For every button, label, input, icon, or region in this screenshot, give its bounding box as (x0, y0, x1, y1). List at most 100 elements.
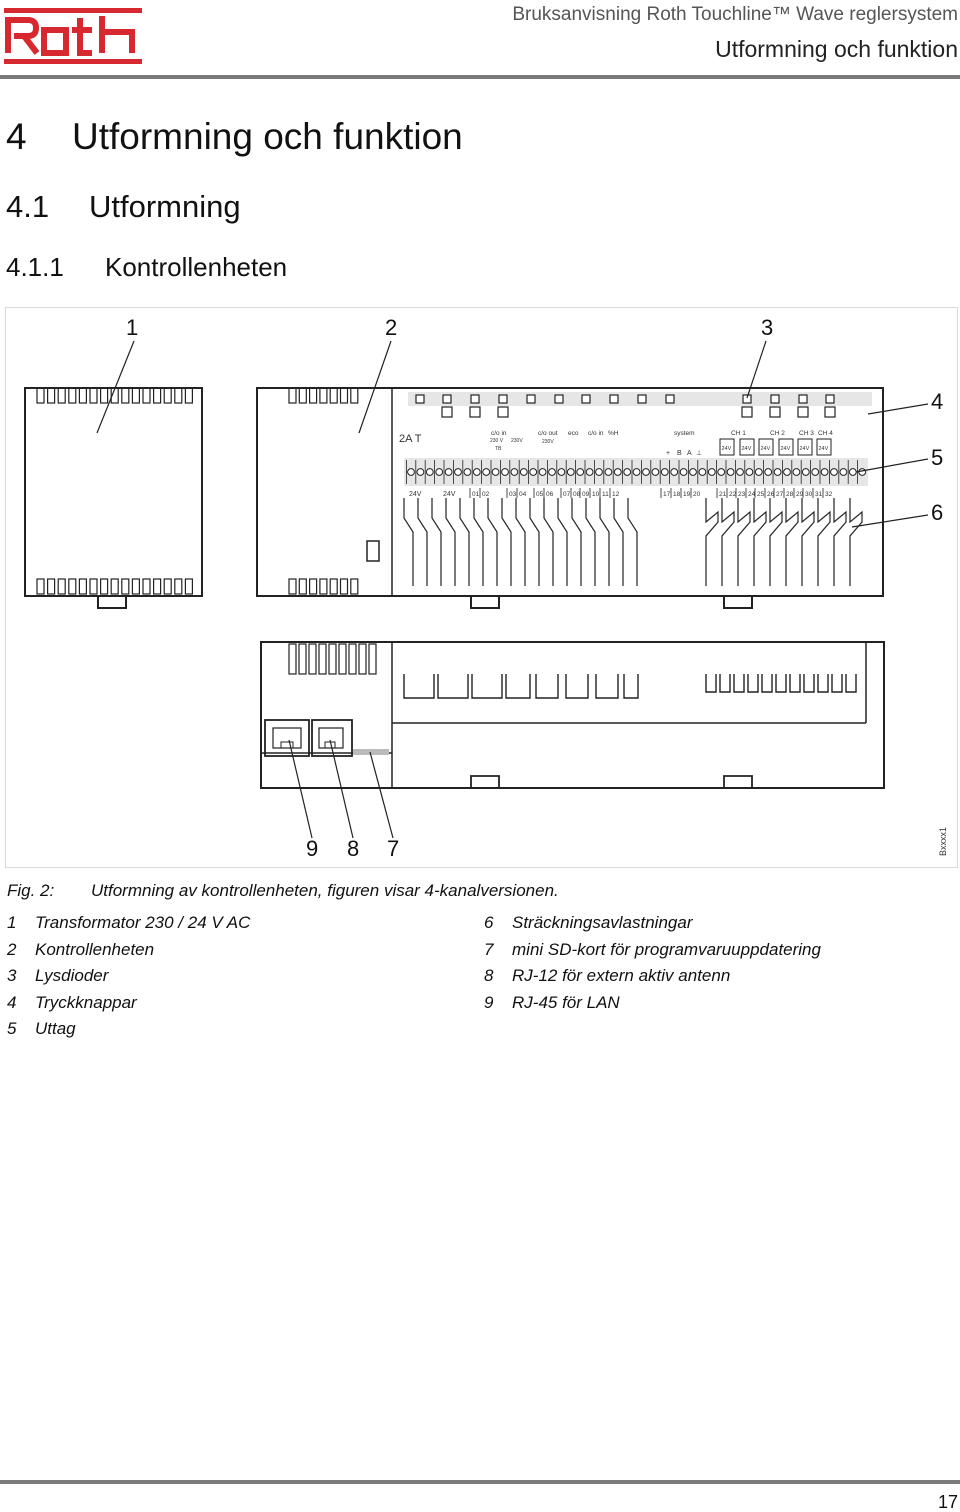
small-label: 230V (511, 438, 523, 444)
channel-voltage: 24V (800, 446, 810, 452)
controller-top-vents (288, 387, 359, 404)
callout-5: 5 (931, 445, 943, 470)
channel-voltage: 24V (781, 446, 791, 452)
terminal-number: 01 (472, 491, 480, 498)
header-subtitle: Bruksanvisning Roth Touchline™ Wave regl… (512, 4, 958, 25)
voltage-label-right: 24V (443, 491, 456, 498)
terminal-number: 23 (738, 491, 746, 498)
transformer-clip (97, 596, 127, 609)
callout-6: 6 (931, 500, 943, 525)
heading-number: 4.1 (6, 189, 50, 224)
sd-card-slot (353, 749, 389, 755)
terminal-number: 19 (683, 491, 691, 498)
terminal-number: 17 (663, 491, 671, 498)
heading-level-1: 4 Utformning och funktion (6, 116, 463, 158)
terminal-number: 11 (602, 491, 609, 498)
controller-clip-left (470, 596, 500, 609)
header-divider (0, 75, 960, 79)
heading-number: 4.1.1 (6, 252, 64, 282)
terminal-number: 06 (546, 491, 554, 498)
base-vents (288, 643, 377, 675)
terminal-number: 32 (825, 491, 833, 498)
callout-3: 3 (761, 315, 773, 340)
controller-slot (366, 540, 380, 562)
channel-voltage: 24V (742, 446, 752, 452)
controller-body (256, 387, 884, 597)
terminal-number: 21 (719, 491, 727, 498)
bus-label: A (687, 450, 692, 457)
callout-8: 8 (347, 836, 359, 861)
terminal-number: 09 (582, 491, 590, 498)
bus-label: + (666, 450, 670, 457)
group-label: c/o in (588, 430, 604, 437)
controller-bottom-vents (288, 578, 359, 595)
heading-text: Kontrollenheten (105, 252, 288, 282)
strain-reliefs (403, 498, 863, 586)
voltage-label-left: 24V (409, 491, 422, 498)
rj45-port (264, 719, 310, 757)
terminal-number: 22 (729, 491, 737, 498)
transformer-bottom-vents (36, 578, 193, 595)
caption-label: Fig. 2: (7, 881, 55, 900)
terminal-number: 02 (482, 491, 490, 498)
group-label: c/o out (538, 430, 558, 437)
channel-voltage: 24V (761, 446, 771, 452)
transformer-body (24, 387, 203, 597)
figure-caption: Fig. 2: Utformning av kontrollenheten, fi… (7, 881, 559, 901)
bus-label: B (677, 450, 682, 457)
heading-text: Utformning (89, 189, 241, 224)
group-label: CH 3 (799, 430, 814, 437)
group-label: CH 4 (818, 430, 833, 437)
terminal-number: 28 (786, 491, 794, 498)
channel-voltage: 24V (722, 446, 732, 452)
terminal-number: 04 (519, 491, 527, 498)
terminal-number: 08 (573, 491, 581, 498)
callout-4: 4 (931, 389, 943, 414)
callout-7: 7 (387, 836, 399, 861)
terminal-number: 07 (563, 491, 571, 498)
small-label: 230 V (490, 438, 504, 444)
heading-text: Utformning och funktion (72, 116, 463, 157)
terminal-number: 26 (767, 491, 775, 498)
heading-level-3: 4.1.1 Kontrollenheten (6, 252, 287, 283)
terminal-number: 20 (693, 491, 701, 498)
group-label: c/o in (491, 430, 507, 437)
terminal-sockets (405, 460, 867, 484)
group-label: eco (568, 430, 579, 437)
controller-clip-right (723, 596, 753, 609)
group-label: %H (608, 430, 619, 437)
led-row (415, 394, 835, 404)
rj12-port (311, 719, 353, 757)
terminal-number: 05 (536, 491, 544, 498)
button-row (441, 406, 836, 418)
heading-number: 4 (6, 116, 27, 157)
terminal-number: 25 (757, 491, 765, 498)
base-body (260, 641, 885, 789)
page-number: 17 (937, 1492, 958, 1512)
callout-leaders (96, 340, 929, 839)
bus-label: ⊥ (696, 450, 702, 457)
terminal-number: 12 (612, 491, 620, 498)
caption-text: Utformning av kontrollenheten, figuren v… (91, 881, 559, 900)
terminal-number: 27 (776, 491, 784, 498)
group-label: system (674, 430, 695, 437)
heading-level-2: 4.1 Utformning (6, 189, 241, 225)
